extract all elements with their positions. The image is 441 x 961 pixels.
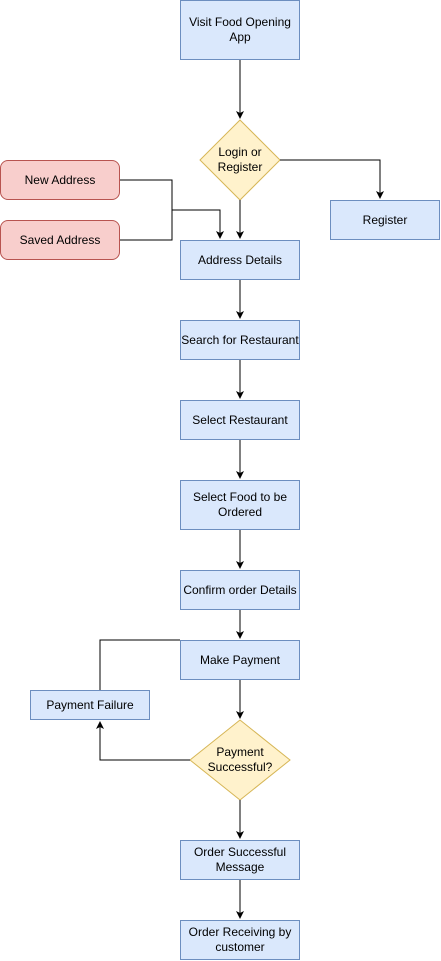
address-details-label: Address Details xyxy=(197,252,283,267)
visit-app-label: Visit Food Opening App xyxy=(189,15,291,44)
payment-failure-node: Payment Failure xyxy=(30,690,150,720)
edge-failure-to-payment xyxy=(99,639,180,690)
visit-app-node: Visit Food Opening App xyxy=(180,0,300,60)
confirm-order-label: Confirm order Details xyxy=(183,582,297,597)
make-payment-node: Make Payment xyxy=(180,640,300,680)
payment-successful-label: Payment Successful? xyxy=(207,745,273,774)
search-restaurant-label: Search for Restaurant xyxy=(181,332,299,347)
register-label: Register xyxy=(362,212,408,227)
select-food-label: Select Food to be Ordered xyxy=(192,490,288,519)
confirm-order-node: Confirm order Details xyxy=(180,570,300,610)
login-register-label: Login or Register xyxy=(217,145,263,174)
new-address-node: New Address xyxy=(0,160,120,200)
address-details-node: Address Details xyxy=(180,240,300,280)
select-restaurant-node: Select Restaurant xyxy=(180,400,300,440)
payment-successful-node: Payment Successful? xyxy=(190,740,290,780)
order-successful-label: Order Successful Message xyxy=(193,845,287,874)
search-restaurant-node: Search for Restaurant xyxy=(180,320,300,360)
edge-new-address-to-address xyxy=(120,179,224,239)
login-register-node: Login or Register xyxy=(200,140,280,180)
order-successful-node: Order Successful Message xyxy=(180,840,300,880)
saved-address-node: Saved Address xyxy=(0,220,120,260)
edge-decision-to-failure xyxy=(96,721,190,761)
select-restaurant-label: Select Restaurant xyxy=(192,412,288,427)
edge-saved-address-to-address xyxy=(120,210,173,241)
register-node: Register xyxy=(330,200,440,240)
order-receiving-label: Order Receiving by customer xyxy=(188,925,292,954)
saved-address-label: Saved Address xyxy=(19,232,101,247)
new-address-label: New Address xyxy=(24,172,96,187)
make-payment-label: Make Payment xyxy=(199,652,281,667)
order-receiving-node: Order Receiving by customer xyxy=(180,920,300,960)
edge-login-to-register xyxy=(280,159,384,199)
select-food-node: Select Food to be Ordered xyxy=(180,480,300,530)
payment-failure-label: Payment Failure xyxy=(46,697,134,712)
